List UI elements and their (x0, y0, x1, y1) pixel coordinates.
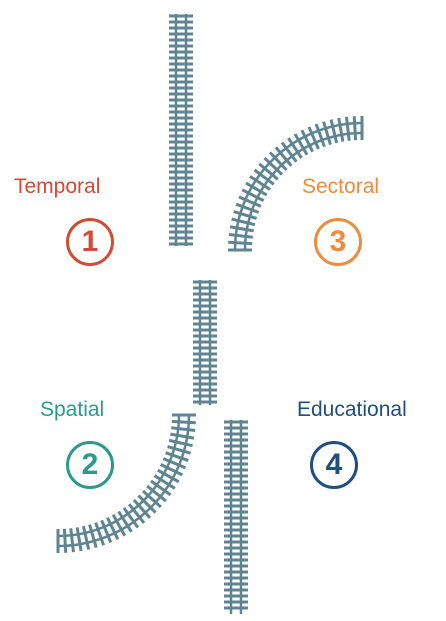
track-sleeper (268, 151, 288, 172)
track-sleeper (228, 240, 253, 246)
educational-number-badge: 4 (310, 441, 358, 489)
temporal-number-badge: 1 (66, 218, 114, 266)
educational-label: Educational (297, 398, 407, 421)
track-sleeper (168, 438, 193, 448)
track-sleeper (249, 175, 271, 191)
track-sleeper (162, 457, 187, 470)
sectoral-number-badge: 3 (314, 218, 362, 266)
track-sleeper (352, 116, 358, 141)
track-sleeper (322, 121, 332, 146)
track-sleeper (69, 528, 75, 553)
track-sleeper (171, 426, 196, 432)
track-rail (243, 131, 363, 251)
track-sleeper (229, 225, 254, 233)
track-sleeper (122, 507, 140, 529)
track-sleeper (111, 514, 127, 537)
track-sleeper (62, 528, 68, 553)
track-sleeper (245, 181, 268, 197)
sectoral-label: Sectoral (302, 175, 380, 198)
straight-track-bottom (224, 420, 248, 614)
track-rail (57, 414, 181, 538)
track-sleeper (253, 168, 275, 186)
track-sleeper (314, 123, 326, 148)
track-rail (233, 121, 363, 251)
track-sleeper (142, 489, 162, 509)
track-sleeper (170, 432, 195, 440)
track-sleeper (344, 116, 351, 141)
temporal-label: Temporal (14, 175, 101, 198)
track-sleeper (165, 451, 189, 462)
track-sleeper (241, 188, 265, 202)
track-sleeper (287, 137, 303, 159)
spatial-number-badge: 2 (66, 441, 114, 489)
track-sleeper (127, 503, 146, 524)
track-sleeper (228, 232, 253, 239)
track-sleeper (171, 419, 196, 425)
track-sleeper (153, 474, 176, 490)
track-rail (57, 414, 191, 548)
track-sleeper (337, 117, 345, 142)
track-sleeper (329, 119, 339, 144)
curved-track-sectoral (228, 116, 364, 252)
spatial-label: Spatial (40, 398, 105, 421)
track-sleeper (293, 133, 309, 156)
track-sleeper (106, 517, 120, 540)
track-sleeper (88, 524, 98, 549)
track-sleeper (160, 463, 183, 477)
track-sleeper (233, 210, 258, 220)
track-sleeper (132, 499, 152, 519)
track-sleeper (94, 522, 105, 546)
track-sleeper (235, 202, 260, 214)
track-sleeper (307, 126, 320, 150)
track-sleeper (280, 141, 298, 163)
track-sleeper (75, 527, 83, 552)
track-sleeper (300, 129, 314, 153)
track-sleeper (258, 162, 279, 181)
straight-track-middle (193, 280, 217, 405)
curved-track-spatial (56, 413, 196, 553)
track-sleeper (274, 146, 293, 167)
track-sleeper (81, 525, 91, 550)
track-sleeper (137, 494, 157, 514)
track-sleeper (117, 510, 133, 533)
track-sleeper (150, 479, 172, 497)
track-sleeper (100, 519, 113, 544)
track-sleeper (263, 156, 284, 176)
track-sleeper (157, 468, 180, 484)
track-sleeper (146, 484, 167, 503)
straight-track-top (169, 14, 193, 246)
track-sleeper (238, 195, 262, 208)
track-sleeper (231, 217, 256, 227)
track-sleeper (167, 445, 192, 455)
